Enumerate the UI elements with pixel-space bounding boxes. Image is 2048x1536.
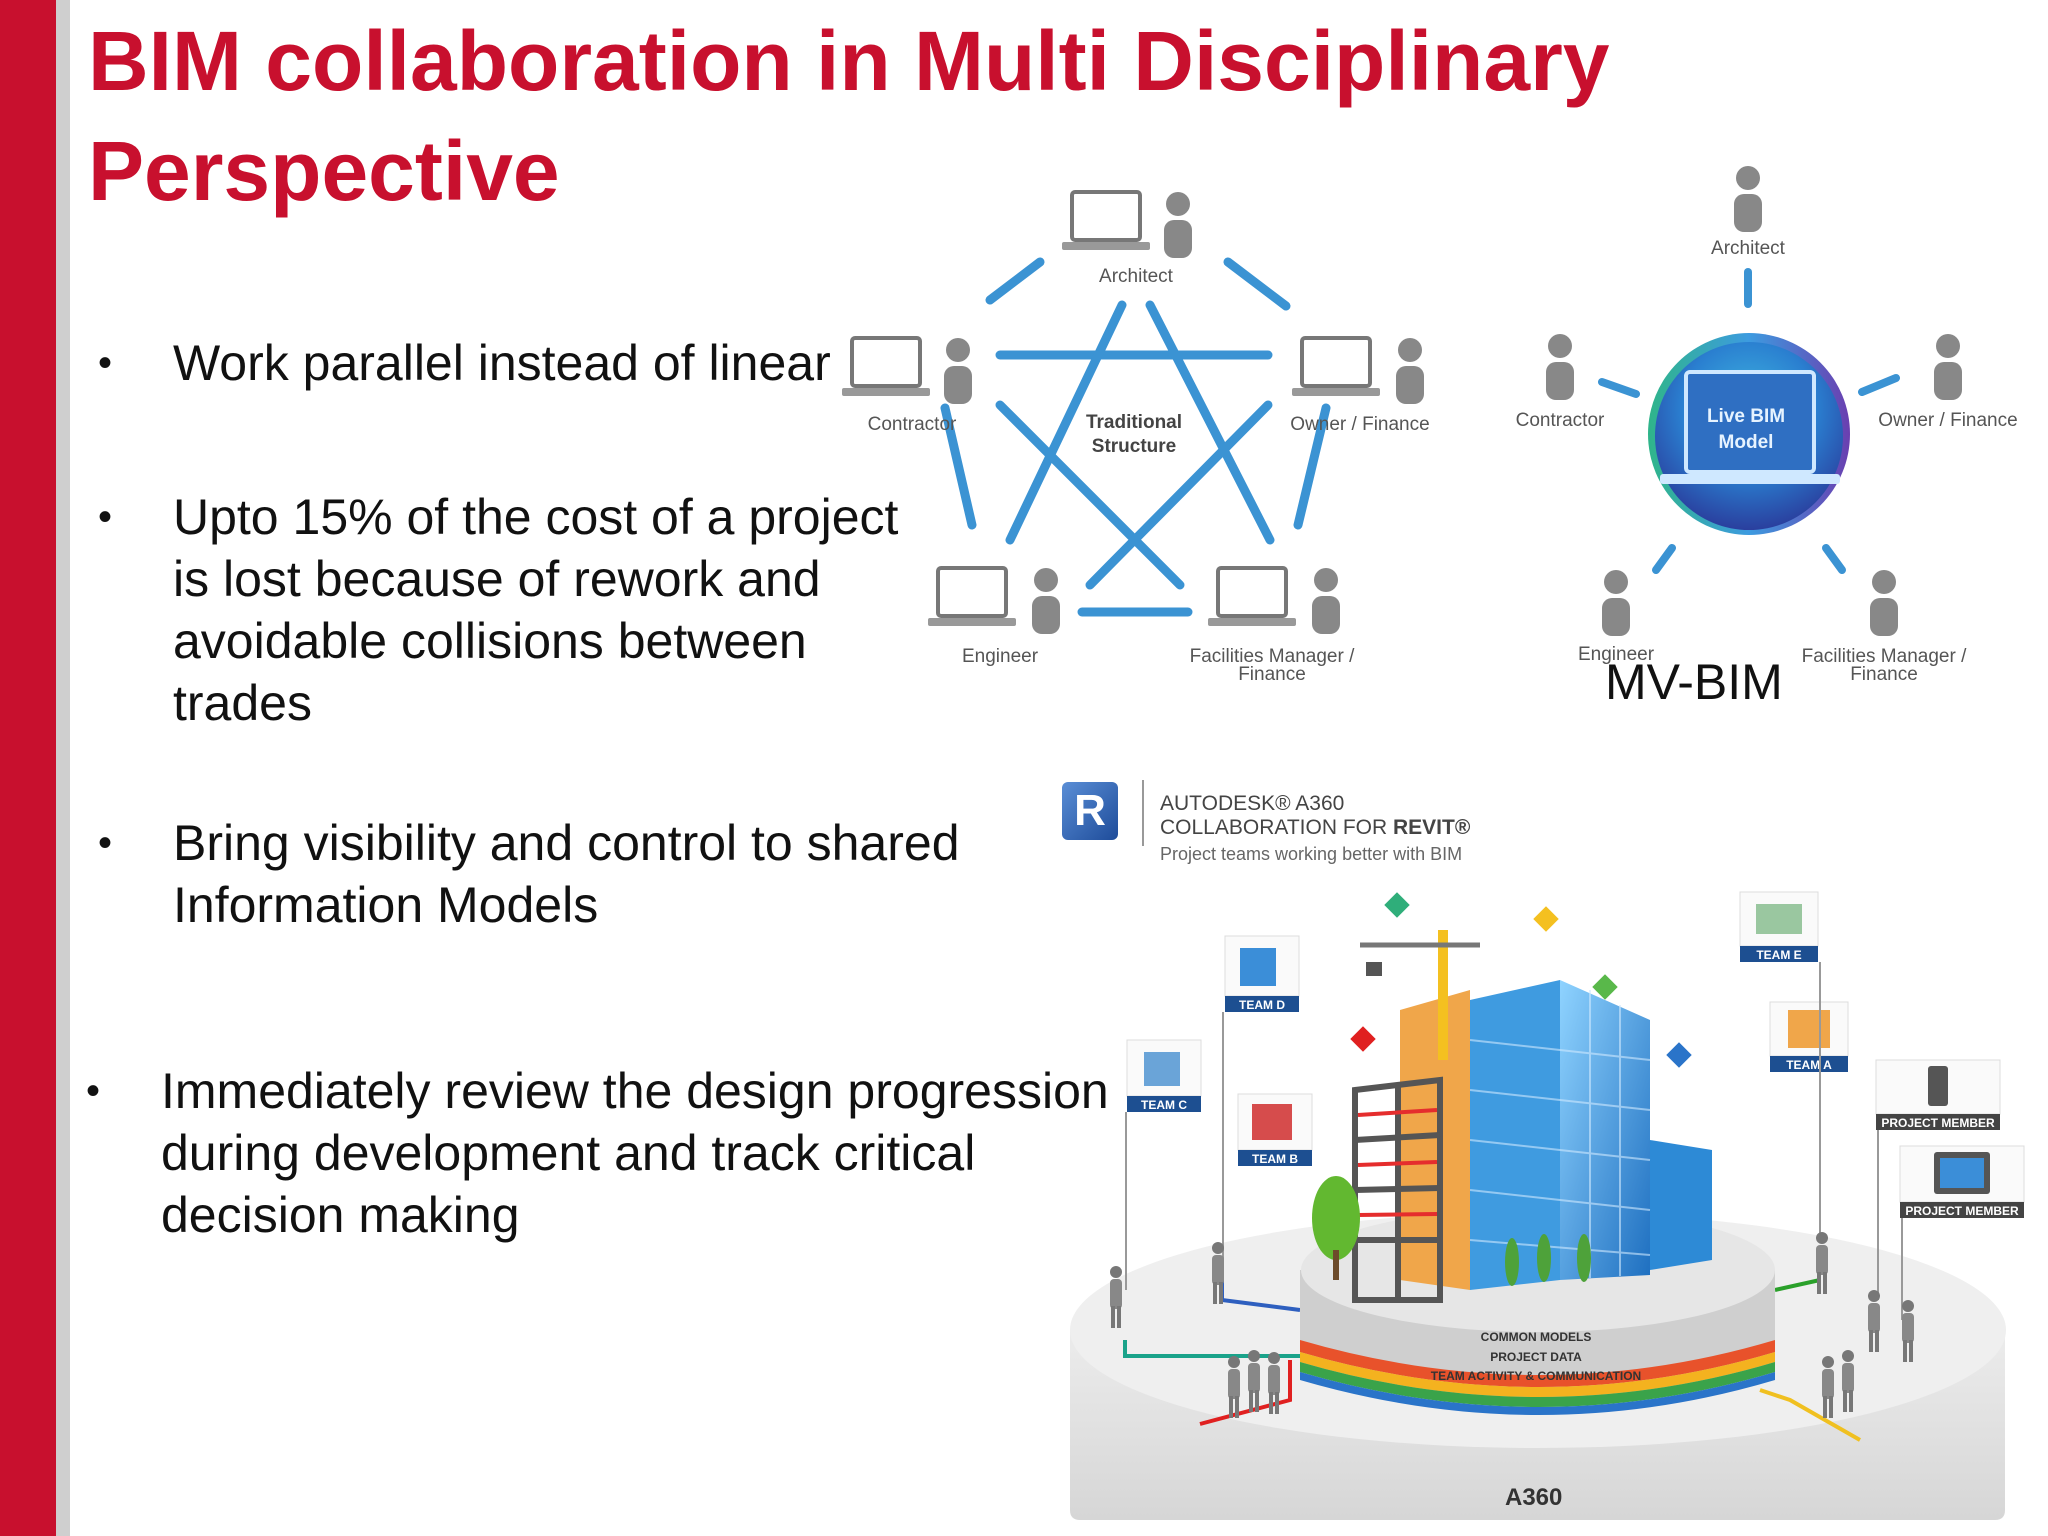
laptop-icon	[1290, 336, 1382, 398]
red-beams	[1357, 1108, 1438, 1217]
traditional-structure-label-2: Structure	[1092, 436, 1176, 457]
person-icon	[1870, 570, 1898, 636]
bullet-text: Upto 15% of the cost of a project is los…	[173, 489, 899, 731]
person-icon	[1032, 568, 1060, 634]
hub-label-2: Model	[1719, 432, 1774, 453]
person-icon	[944, 338, 972, 404]
a360-tagline: Project teams working better with BIM	[1160, 844, 1463, 864]
node-architect: Architect	[1060, 190, 1192, 287]
laptop-icon	[1060, 190, 1152, 252]
team-tag-b: TEAM B	[1237, 1093, 1313, 1166]
person-icon	[1734, 166, 1762, 232]
a360-divider	[1142, 780, 1144, 846]
owner-finance-label: Owner / Finance	[1290, 414, 1429, 435]
project-member-label-1: PROJECT MEMBER	[1881, 1116, 1995, 1130]
mv-architect-label: Architect	[1711, 238, 1786, 259]
person-icon	[1546, 334, 1574, 400]
a360-brand: AUTODESK® A360	[1160, 792, 1345, 815]
person-icon	[1934, 334, 1962, 400]
facilities-label-1: Facilities Manager /	[1190, 646, 1355, 667]
traditional-structure-label-1: Traditional	[1086, 412, 1182, 433]
revit-logo-icon: R	[1062, 782, 1118, 840]
a360-product-prefix: COLLABORATION FOR	[1160, 816, 1393, 839]
a360-product: COLLABORATION FOR REVIT®	[1160, 816, 1470, 840]
band-team-activity: TEAM ACTIVITY & COMMUNICATION	[1431, 1369, 1641, 1383]
node-facilities-manager: Facilities Manager / Finance	[1190, 566, 1355, 685]
glass-tower-front	[1470, 980, 1560, 1290]
team-a-label: TEAM A	[1786, 1058, 1832, 1072]
team-d-label: TEAM D	[1239, 998, 1285, 1012]
bullet-dot: •	[98, 495, 113, 539]
person-icon	[1602, 570, 1630, 636]
crane-icon	[1360, 930, 1480, 1060]
orange-frame	[1400, 990, 1470, 1290]
a360-platform-label: A360	[1505, 1484, 1563, 1511]
band-common-models: COMMON MODELS	[1481, 1330, 1592, 1344]
a360-product-name: REVIT®	[1392, 816, 1471, 839]
hub-laptop-screen	[1684, 370, 1816, 474]
project-member-tag-2: PROJECT MEMBER	[1899, 1145, 2025, 1218]
left-accent-stripe	[56, 0, 70, 1536]
bullet-item: • Upto 15% of the cost of a project is l…	[98, 486, 898, 734]
laptop-icon	[840, 336, 932, 398]
project-member-label-2: PROJECT MEMBER	[1905, 1204, 2019, 1218]
slide-title: BIM collaboration in Multi Disciplinary …	[88, 14, 1610, 218]
bullet-dot: •	[98, 341, 113, 385]
glass-tower-side	[1560, 980, 1650, 1280]
laptop-icon	[926, 566, 1018, 628]
bullet-item: • Bring visibility and control to shared…	[98, 812, 960, 936]
mv-owner-label: Owner / Finance	[1878, 410, 2017, 431]
team-tag-c: TEAM C	[1126, 1039, 1202, 1112]
team-c-label: TEAM C	[1141, 1098, 1187, 1112]
tree-icons	[1312, 1176, 1591, 1286]
mvbim-caption: MV-BIM	[1605, 654, 1783, 710]
mv-engineer-label: Engineer	[1578, 644, 1655, 665]
bullet-dot: •	[86, 1069, 101, 1113]
bullet-item: • Immediately review the design progress…	[86, 1060, 1109, 1246]
team-tag-e: TEAM E	[1739, 891, 1819, 962]
mv-contractor-label: Contractor	[1516, 410, 1605, 431]
mv-facilities-label-1: Facilities Manager /	[1802, 646, 1967, 667]
bullet-text: Work parallel instead of linear	[173, 335, 831, 391]
left-accent-bar	[0, 0, 56, 1536]
bullet-dot: •	[98, 821, 113, 865]
node-owner-finance: Owner / Finance	[1290, 336, 1430, 435]
hub-laptop-base	[1660, 474, 1840, 484]
glass-annex	[1650, 1140, 1712, 1270]
team-tag-d: TEAM D	[1224, 935, 1300, 1012]
band-project-data: PROJECT DATA	[1490, 1350, 1582, 1364]
bullet-text: Immediately review the design progressio…	[161, 1063, 1109, 1243]
project-member-tag-1: PROJECT MEMBER	[1875, 1059, 2001, 1130]
hub-connectors	[1598, 268, 1900, 574]
bullet-text: Bring visibility and control to shared I…	[173, 815, 960, 933]
laptop-icon	[1206, 566, 1298, 628]
architect-label: Architect	[1099, 266, 1174, 287]
person-icon	[1396, 338, 1424, 404]
engineer-label: Engineer	[962, 646, 1039, 667]
glass-grid	[1469, 990, 1651, 1278]
contractor-label: Contractor	[868, 414, 957, 435]
traditional-structure-diagram: Architect Contractor Owner / Finance Eng…	[840, 190, 1430, 685]
mvbim-hub-diagram: Live BIM Model Architect Contractor Owne…	[1516, 166, 2018, 685]
a360-illustration: COMMON MODELS PROJECT DATA TEAM ACTIVITY…	[1070, 891, 2025, 1520]
person-icon	[1312, 568, 1340, 634]
facilities-label-2: Finance	[1238, 664, 1306, 685]
mv-facilities-label-2: Finance	[1850, 664, 1918, 685]
person-icon	[1164, 192, 1192, 258]
hub-label-1: Live BIM	[1707, 406, 1785, 427]
pentagram-connectors	[940, 257, 1331, 617]
team-tag-a: TEAM A	[1769, 1001, 1849, 1072]
bullet-item: • Work parallel instead of linear	[98, 332, 831, 394]
node-engineer: Engineer	[926, 566, 1060, 667]
team-b-label: TEAM B	[1252, 1152, 1298, 1166]
tag-poles	[1125, 962, 1903, 1320]
node-contractor: Contractor	[840, 336, 972, 435]
team-e-label: TEAM E	[1756, 948, 1801, 962]
